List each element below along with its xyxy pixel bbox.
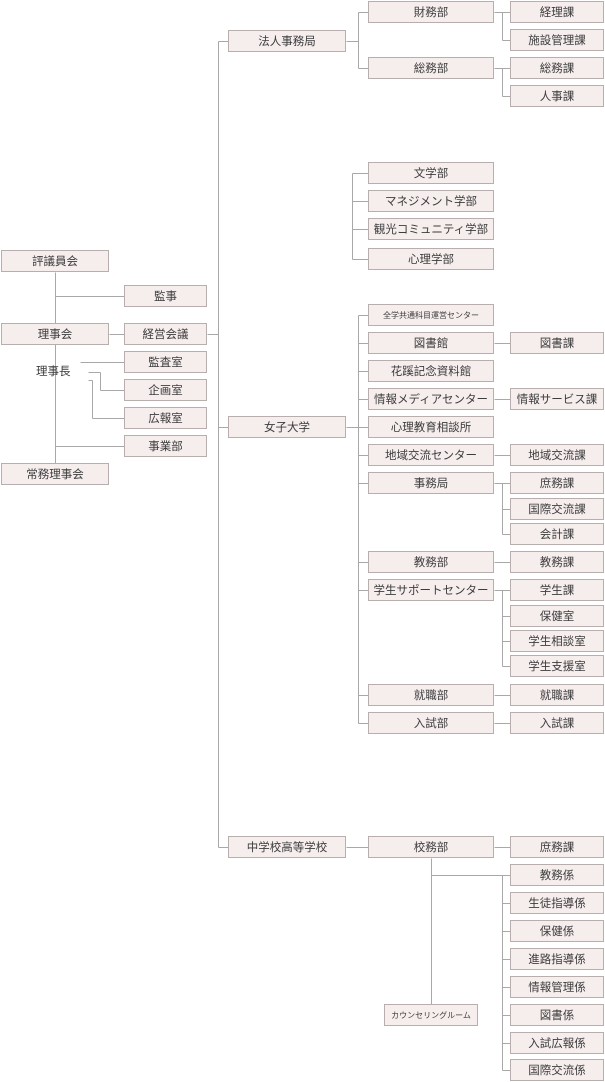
jigyobu-box: 事業部 bbox=[124, 435, 207, 457]
office-section-box: 庶務課 bbox=[510, 472, 604, 494]
school-section-box: 進路指導係 bbox=[510, 948, 604, 970]
kyomuka-box: 教務課 bbox=[510, 551, 604, 573]
support-center-box: 学生サポートセンター bbox=[368, 579, 494, 601]
common-curriculum-center-box: 全学共通科目運営センター bbox=[368, 304, 494, 326]
library-section-box: 図書課 bbox=[510, 332, 604, 354]
kanji-box: 監事 bbox=[124, 285, 207, 307]
office-section-box: 会計課 bbox=[510, 523, 604, 545]
faculty-box: 文学部 bbox=[368, 162, 494, 184]
school-section-box: 国際交流係 bbox=[510, 1059, 604, 1081]
office-section-box: 国際交流課 bbox=[510, 498, 604, 520]
kohoshitsu-box: 広報室 bbox=[124, 407, 207, 429]
zaimubu-box: 財務部 bbox=[368, 1, 494, 23]
school-section-box: 教務係 bbox=[510, 864, 604, 886]
school-box: 中学校高等学校 bbox=[228, 836, 346, 858]
faculty-box: 観光コミュニティ学部 bbox=[368, 218, 494, 240]
media-section-box: 情報サービス課 bbox=[510, 388, 604, 410]
media-center-box: 情報メディアセンター bbox=[368, 388, 494, 410]
kyomubu-box: 教務部 bbox=[368, 551, 494, 573]
kikakushitsu-box: 企画室 bbox=[124, 379, 207, 401]
keiei-kaigi-box: 経営会議 bbox=[124, 323, 207, 345]
career-box: 就職部 bbox=[368, 684, 494, 706]
support-section-box: 学生支援室 bbox=[510, 655, 604, 677]
kansashitsu-box: 監査室 bbox=[124, 351, 207, 373]
somubu-box: 総務部 bbox=[368, 57, 494, 79]
school-section-box: 庶務課 bbox=[510, 836, 604, 858]
corporate-office-box: 法人事務局 bbox=[228, 30, 346, 52]
office-box: 事務局 bbox=[368, 472, 494, 494]
shisetsu-box: 施設管理課 bbox=[510, 29, 604, 51]
faculty-box: マネジメント学部 bbox=[368, 190, 494, 212]
komubu-box: 校務部 bbox=[368, 836, 494, 858]
rijikai-box: 理事会 bbox=[1, 323, 109, 345]
school-section-box: 保健係 bbox=[510, 920, 604, 942]
jinjika-box: 人事課 bbox=[510, 85, 604, 107]
school-section-box: 図書係 bbox=[510, 1004, 604, 1026]
university-box: 女子大学 bbox=[228, 416, 346, 438]
rijicho-label: 理事長 bbox=[36, 364, 71, 378]
keirika-box: 経理課 bbox=[510, 1, 604, 23]
admissions-box: 入試部 bbox=[368, 712, 494, 734]
faculty-box: 心理学部 bbox=[368, 248, 494, 270]
memorial-hall-box: 花蹊記念資料館 bbox=[368, 360, 494, 382]
psych-center-box: 心理教育相談所 bbox=[368, 416, 494, 438]
support-section-box: 保健室 bbox=[510, 605, 604, 627]
library-box: 図書館 bbox=[368, 332, 494, 354]
support-section-box: 学生課 bbox=[510, 579, 604, 601]
regional-section-box: 地域交流課 bbox=[510, 444, 604, 466]
hyogiinkai-box: 評議員会 bbox=[1, 250, 109, 272]
jomu-rijikai-box: 常務理事会 bbox=[1, 463, 109, 485]
admissions-section-box: 入試課 bbox=[510, 712, 604, 734]
counseling-room-box: カウンセリングルーム bbox=[384, 1004, 478, 1026]
school-section-box: 入試広報係 bbox=[510, 1032, 604, 1054]
career-section-box: 就職課 bbox=[510, 684, 604, 706]
school-section-box: 生徒指導係 bbox=[510, 892, 604, 914]
school-section-box: 情報管理係 bbox=[510, 976, 604, 998]
support-section-box: 学生相談室 bbox=[510, 630, 604, 652]
somuka-box: 総務課 bbox=[510, 57, 604, 79]
regional-center-box: 地域交流センター bbox=[368, 444, 494, 466]
